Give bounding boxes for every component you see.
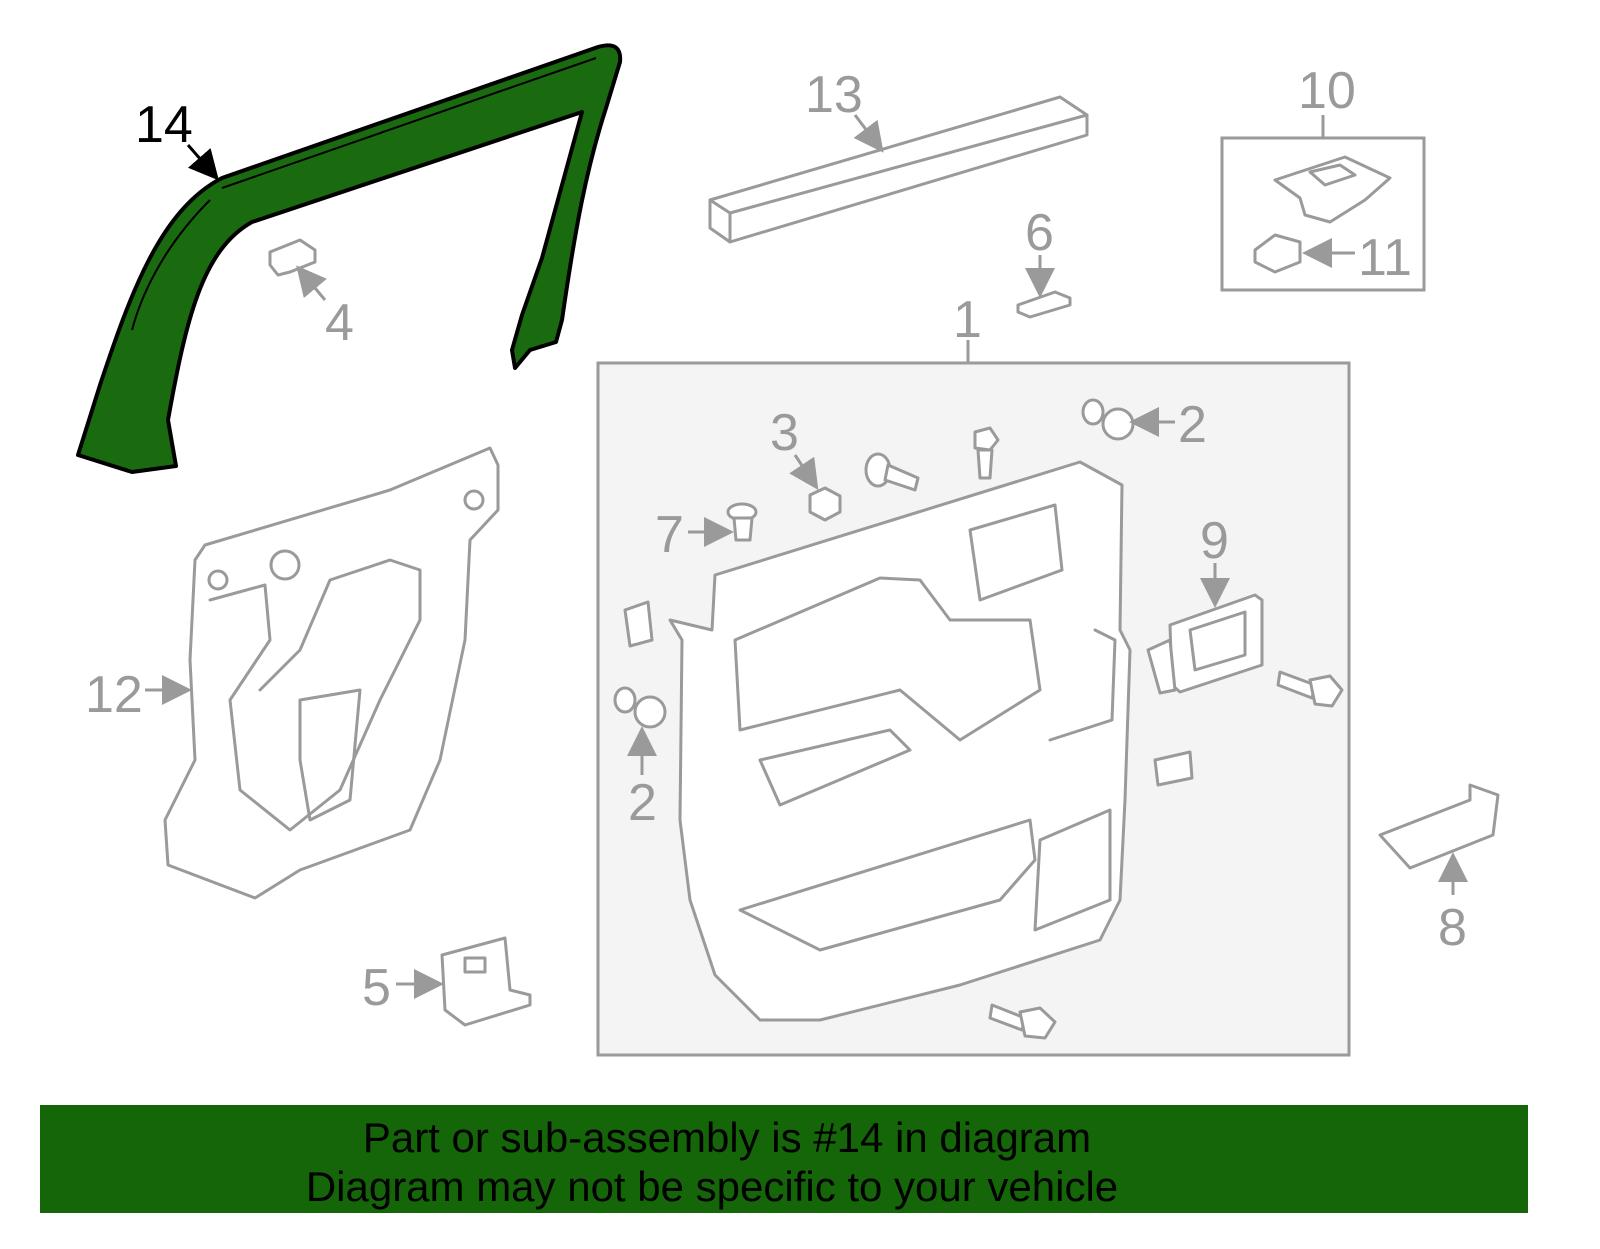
banner-line-2: Diagram may not be specific to your vehi…	[306, 1163, 1118, 1210]
label-14: 14	[135, 96, 193, 154]
label-4: 4	[325, 294, 354, 352]
part-14-window-channel[interactable]	[76, 43, 623, 474]
label-10: 10	[1298, 62, 1356, 120]
label-8: 8	[1438, 899, 1467, 957]
label-6: 6	[1025, 204, 1054, 262]
part-9-handle[interactable]	[1146, 593, 1264, 695]
label-3: 3	[770, 404, 799, 462]
part-13-strip[interactable]	[708, 95, 1089, 244]
label-12: 12	[85, 666, 143, 724]
leader-14	[186, 144, 219, 181]
part-5-bracket[interactable]	[440, 936, 532, 1027]
clip-icon[interactable]	[1153, 750, 1194, 787]
bolt-icon[interactable]	[988, 1003, 1057, 1040]
part-4-clip[interactable]	[268, 238, 317, 277]
part-8-trim-strip[interactable]	[1378, 783, 1500, 870]
part-7-clip[interactable]	[726, 502, 758, 542]
label-2-left: 2	[628, 774, 657, 832]
label-13: 13	[805, 66, 863, 124]
leader-4	[296, 265, 327, 301]
leader-13	[853, 114, 884, 153]
label-1: 1	[953, 291, 982, 349]
label-2-top: 2	[1178, 396, 1207, 454]
clip-icon[interactable]	[623, 600, 654, 648]
part-3-nut[interactable]	[808, 486, 842, 522]
part-11-clip[interactable]	[1253, 233, 1302, 274]
bolt-icon[interactable]	[1276, 670, 1344, 708]
part-6-clip[interactable]	[1016, 290, 1072, 319]
label-5: 5	[362, 959, 391, 1017]
label-7: 7	[655, 506, 684, 564]
screw-icon[interactable]	[973, 426, 1000, 480]
leader-3	[789, 454, 819, 490]
screw-icon[interactable]	[864, 452, 920, 492]
label-9: 9	[1200, 512, 1229, 570]
label-11: 11	[1358, 229, 1412, 287]
part-12-water-deflector[interactable]	[163, 446, 500, 900]
part-1-door-trim-panel[interactable]	[596, 361, 1351, 1057]
info-banner: Part or sub-assembly is #14 in diagram D…	[40, 1105, 1528, 1213]
banner-line-1: Part or sub-assembly is #14 in diagram	[363, 1114, 1091, 1161]
